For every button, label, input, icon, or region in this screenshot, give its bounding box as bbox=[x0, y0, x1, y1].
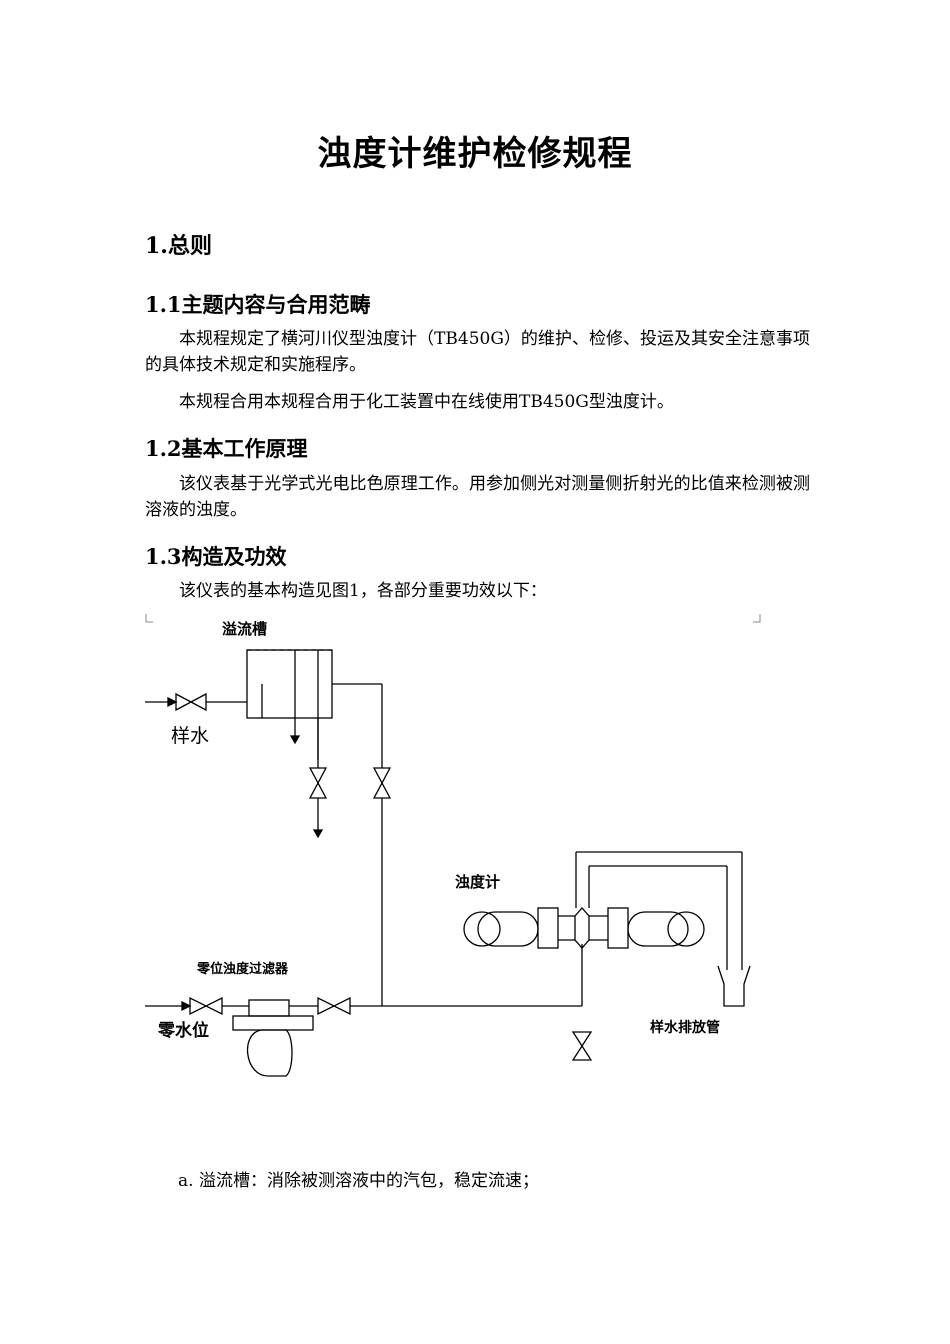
zero-filter-flange bbox=[232, 1015, 314, 1031]
valve-icon bbox=[175, 692, 207, 712]
zero-filter-body bbox=[247, 1029, 293, 1077]
paragraph-scope-1: 本规程规定了横河川仪型浊度计（TB450G）的维护、检修、投运及其安全注意事项的… bbox=[145, 329, 810, 375]
arrow-down-icon bbox=[289, 735, 301, 745]
valve-icon bbox=[571, 1031, 593, 1061]
frame-corner-right bbox=[753, 614, 761, 623]
turbidimeter-flange bbox=[607, 907, 629, 949]
paragraph-principle: 该仪表基于光学式光电比色原理工作。用参加侧光对测量侧折射光的比值来检测被测溶液的… bbox=[145, 474, 810, 520]
label-turbidimeter: 浊度计 bbox=[455, 873, 501, 891]
arrow-right-icon bbox=[181, 1000, 192, 1012]
arrow-right-icon bbox=[167, 696, 178, 708]
turbidimeter-left-lamp bbox=[477, 911, 539, 947]
page-title: 浊度计维护检修规程 bbox=[317, 134, 633, 174]
label-sample-water: 样水 bbox=[171, 725, 210, 747]
turbidimeter-right-lamp bbox=[627, 911, 689, 947]
list-item-a: a. 溢流槽：消除被测溶液中的汽包，稳定流速； bbox=[178, 1171, 539, 1191]
drain-pipe bbox=[717, 965, 751, 1007]
paragraph-scope-2: 本规程合用本规程合用于化工装置中在线使用TB450G型浊度计。 bbox=[179, 392, 674, 412]
section-heading-general: 1.总则 bbox=[145, 233, 212, 259]
overflow-tank bbox=[246, 649, 333, 719]
valve-icon bbox=[317, 996, 351, 1016]
arrow-down-icon bbox=[312, 829, 324, 839]
frame-corner-left bbox=[145, 614, 153, 623]
turbidimeter-flange bbox=[537, 907, 559, 949]
zero-filter-head bbox=[248, 999, 290, 1017]
section-heading-scope: 1.1主题内容与合用范畴 bbox=[145, 292, 371, 317]
section-heading-structure: 1.3构造及功效 bbox=[145, 544, 287, 569]
paragraph-structure: 该仪表的基本构造见图1，各部分重要功效以下： bbox=[179, 581, 547, 601]
label-zero-filter: 零位浊度过滤器 bbox=[197, 962, 289, 977]
valve-icon bbox=[372, 767, 392, 799]
section-heading-principle: 1.2基本工作原理 bbox=[145, 436, 308, 461]
valve-icon bbox=[189, 996, 223, 1016]
label-drain-pipe: 样水排放管 bbox=[650, 1020, 720, 1036]
label-zero-water: 零水位 bbox=[158, 1021, 209, 1041]
valve-icon bbox=[308, 767, 328, 799]
turbidimeter-cell bbox=[574, 907, 590, 949]
label-overflow-tank: 溢流槽 bbox=[222, 620, 268, 638]
